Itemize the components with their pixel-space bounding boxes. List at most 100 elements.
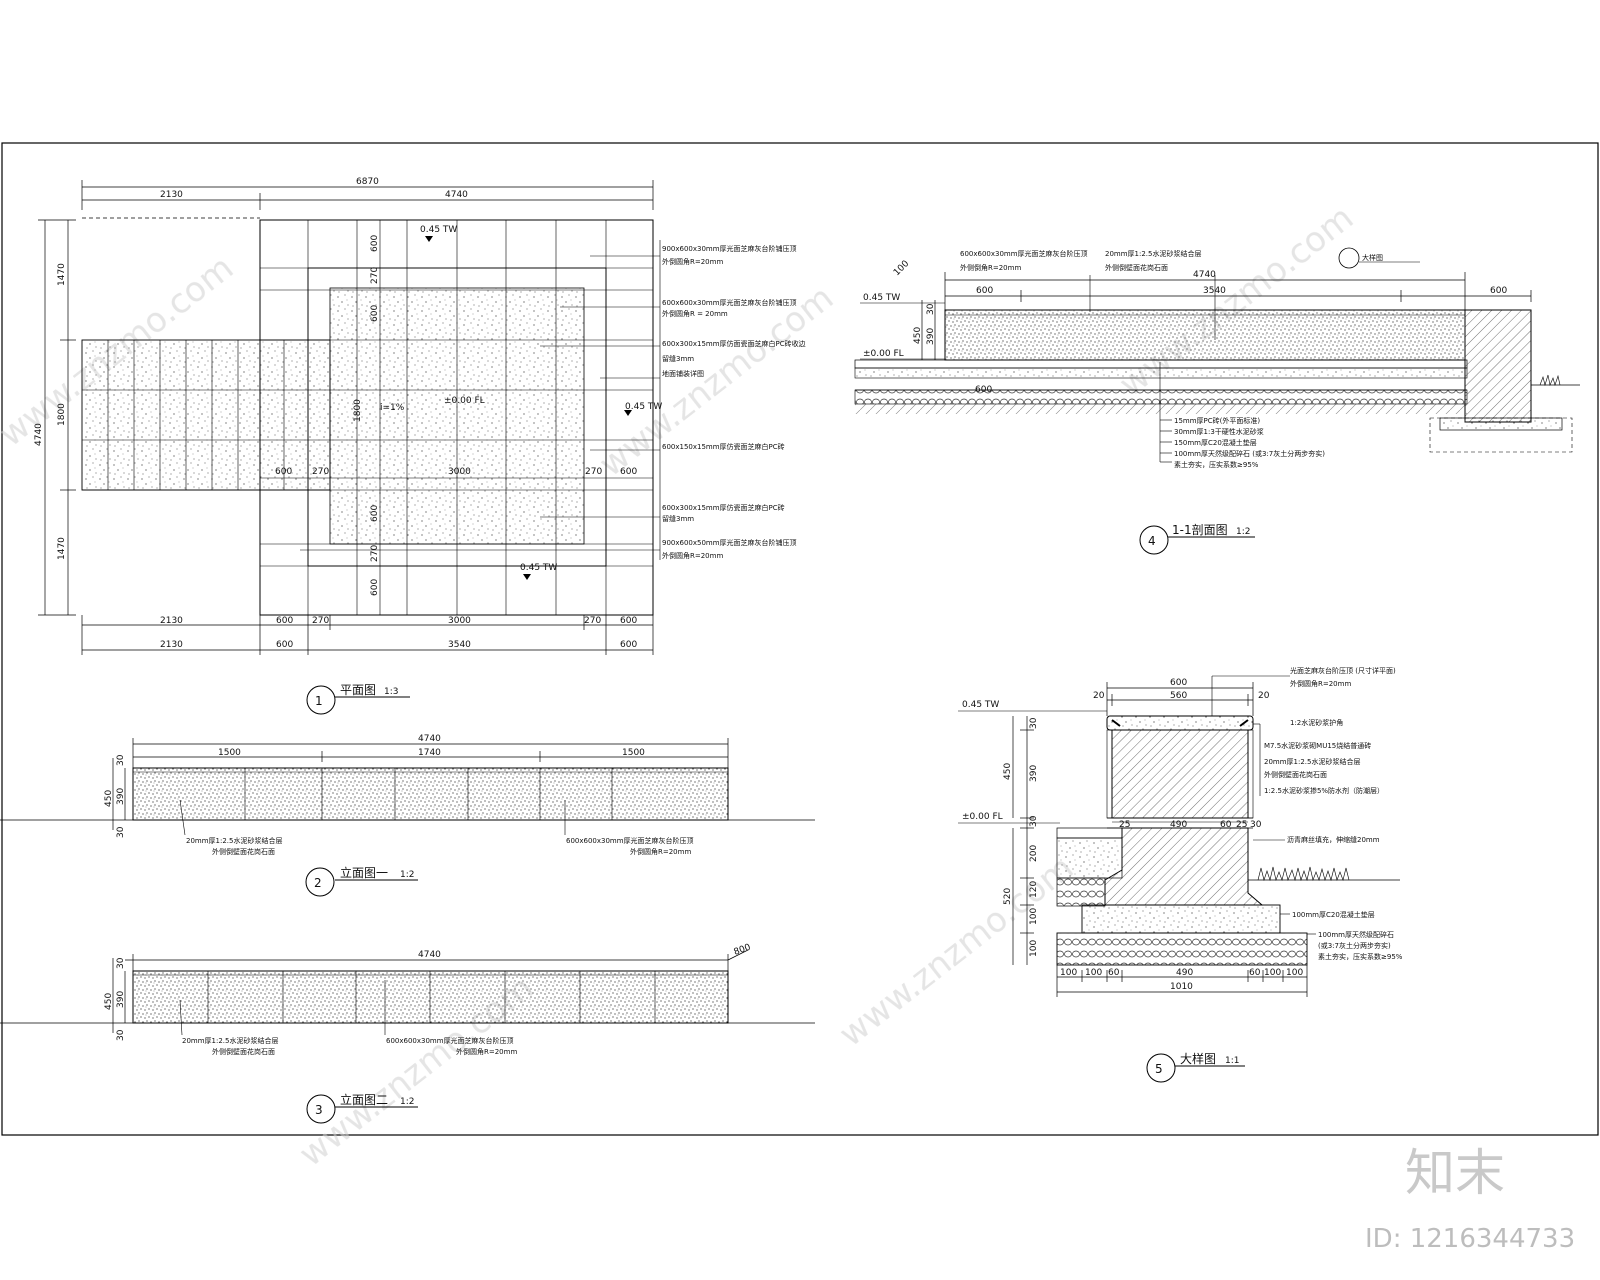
detail-note-11: (或3:7灰土分两步夯实) — [1318, 941, 1391, 950]
section-layer-1: 15mm厚PC砖(外平面标准) — [1174, 416, 1260, 425]
plan-mid-1: 600 — [275, 467, 292, 477]
section-layer-5: 素土夯实，压实系数≥95% — [1174, 460, 1259, 469]
plan-bot1-6: 600 — [620, 616, 637, 626]
section-layer-mortar — [854, 367, 1468, 379]
section-h-2: 450 — [913, 327, 923, 344]
detail-bot-3: 60 — [1108, 968, 1120, 978]
plan-bot1-2: 600 — [276, 616, 293, 626]
elev2-title-circle — [306, 1094, 336, 1124]
section-curb-base — [1439, 417, 1563, 431]
plan-dim-total: 6870 — [356, 177, 379, 187]
detail-brick-wall — [1111, 729, 1249, 819]
plan-bot1-1: 2130 — [160, 616, 183, 626]
plan-dim-left: 2130 — [160, 190, 183, 200]
detail-v-4: 30 — [1029, 815, 1039, 827]
plan-dim-right: 4740 — [445, 190, 468, 200]
plan-note-2b: 外倒圆角R = 20mm — [662, 309, 728, 318]
plan-mid-2: 270 — [312, 467, 329, 477]
plan-vdim-6: 270 — [370, 545, 380, 562]
section-note-l-b: 外侧倒角R=20mm — [960, 263, 1021, 272]
detail-left-mortar — [1056, 837, 1123, 879]
plan-bot1-3: 270 — [312, 616, 329, 626]
plan-note-7b: 外倒圆角R=20mm — [662, 551, 723, 560]
plan-level-top: 0.45 TW — [420, 225, 457, 235]
detail-top-in-3: 20 — [1258, 691, 1270, 701]
detail-mid-5: 30 — [1250, 820, 1262, 830]
detail-note-9: 100mm厚C20混凝土垫层 — [1292, 910, 1375, 919]
detail-coping — [1106, 715, 1254, 731]
detail-note-5: 20mm厚1:2.5水泥砂浆结合层 — [1264, 757, 1361, 766]
section-title: 1-1剖面图 — [1172, 523, 1228, 537]
elev1-note-r-a: 600x600x30mm厚光面芝麻灰台阶压顶 — [566, 836, 694, 845]
elev1-seg-1: 1500 — [218, 748, 241, 758]
elev2-note-l-a: 20mm厚1:2.5水泥砂浆结合层 — [182, 1036, 279, 1045]
plan-dim-left-b: 1800 — [57, 403, 67, 426]
plan-note-7a: 900x600x50mm厚光面芝麻灰台阶铺压顶 — [662, 538, 797, 547]
section-detail-label: 大样图 — [1362, 253, 1383, 262]
detail-note-10: 100mm厚天然级配碎石 — [1318, 930, 1394, 939]
section-level-top: 0.45 TW — [863, 293, 900, 303]
section-layer-3: 150mm厚C20混凝土垫层 — [1174, 438, 1257, 447]
detail-note-12: 素土夯实，压实系数≥95% — [1318, 952, 1403, 961]
plan-note-1a: 900x600x30mm厚光面芝麻灰台阶铺压顶 — [662, 244, 797, 253]
plan-mid-5: 600 — [620, 467, 637, 477]
detail-note-7: 1:2.5水泥砂浆掺5%防水剂（防潮层） — [1264, 786, 1384, 795]
plan-view: 6870 2130 4740 1470 1800 1470 4740 600 2… — [34, 177, 806, 715]
section-seg-3: 600 — [1490, 286, 1507, 296]
detail-bot-total: 1010 — [1170, 982, 1193, 992]
detail-v-3: 390 — [1029, 765, 1039, 782]
plan-note-4a: 地面铺装详图 — [662, 369, 704, 378]
elev1-h-4: 30 — [116, 826, 126, 838]
plan-left-arm — [81, 339, 331, 491]
plan-title-circle — [306, 685, 336, 715]
plan-mid-4: 270 — [585, 467, 602, 477]
plan-vdim-5: 600 — [370, 505, 380, 522]
section-small: 600 — [975, 385, 992, 395]
plan-note-6a: 600x300x15mm厚仿瓷面芝麻白PC砖 — [662, 503, 785, 512]
detail-grass — [1257, 866, 1350, 882]
elev2-title: 立面图二 — [340, 1092, 388, 1107]
detail-v-2: 450 — [1003, 763, 1013, 780]
detail-v-7: 120 — [1029, 881, 1039, 898]
sheet-frame — [1, 142, 1599, 1136]
section-seg-1: 600 — [976, 286, 993, 296]
plan-title: 平面图 — [340, 683, 376, 697]
detail-top-in-2: 560 — [1170, 691, 1187, 701]
section-h-3: 390 — [926, 328, 936, 345]
section-note-r-a: 20mm厚1:2.5水泥砂浆结合层 — [1105, 249, 1202, 258]
elev2-total: 4740 — [418, 950, 441, 960]
plan-vdim-4: 1800 — [353, 399, 363, 422]
elev1-title-circle — [305, 867, 335, 897]
elev2-h-3: 390 — [116, 991, 126, 1008]
detail-note-6: 外侧倒壁面花岗石面 — [1264, 770, 1327, 779]
plan-note-5a: 600x150x15mm厚仿瓷面芝麻白PC砖 — [662, 442, 785, 451]
section-layer-4: 100mm厚天然级配碎石 (或3:7灰土分两步夯实) — [1174, 449, 1325, 458]
elev2-h-1: 30 — [116, 957, 126, 969]
plan-level-right: 0.45 TW — [625, 402, 662, 412]
plan-bot2-2: 600 — [276, 640, 293, 650]
section-scale: 1:2 — [1236, 527, 1250, 537]
detail-bot-5: 60 — [1249, 968, 1261, 978]
detail-v-8: 100 — [1029, 908, 1039, 925]
section-seg-2: 3540 — [1203, 286, 1226, 296]
elev1-title: 立面图一 — [340, 865, 388, 880]
elev2-scale: 1:2 — [400, 1097, 414, 1107]
section-title-num: 4 — [1148, 534, 1156, 548]
detail-title-circle — [1146, 1053, 1176, 1083]
detail-v-6: 520 — [1003, 888, 1013, 905]
section-angle: 100 — [892, 259, 911, 278]
plan-scale: 1:3 — [384, 687, 398, 697]
detail-note-3: 1:2水泥砂浆护角 — [1290, 718, 1343, 727]
plan-bot2-3: 3540 — [448, 640, 471, 650]
plan-vdim-7: 600 — [370, 579, 380, 596]
elev1-h-2: 450 — [104, 790, 114, 807]
section-layer-gravel — [854, 389, 1468, 405]
plan-mid-3: 3000 — [448, 467, 471, 477]
elev2-title-num: 3 — [315, 1103, 323, 1117]
watermark-id: ID: 1216344733 — [1365, 1224, 1575, 1254]
detail-left-gravel — [1056, 877, 1106, 907]
section-level-fl: ±0.00 FL — [863, 349, 904, 359]
section-detail-callout — [1338, 247, 1360, 269]
section-wall — [944, 309, 1466, 361]
section-layer-soil — [855, 404, 1467, 414]
